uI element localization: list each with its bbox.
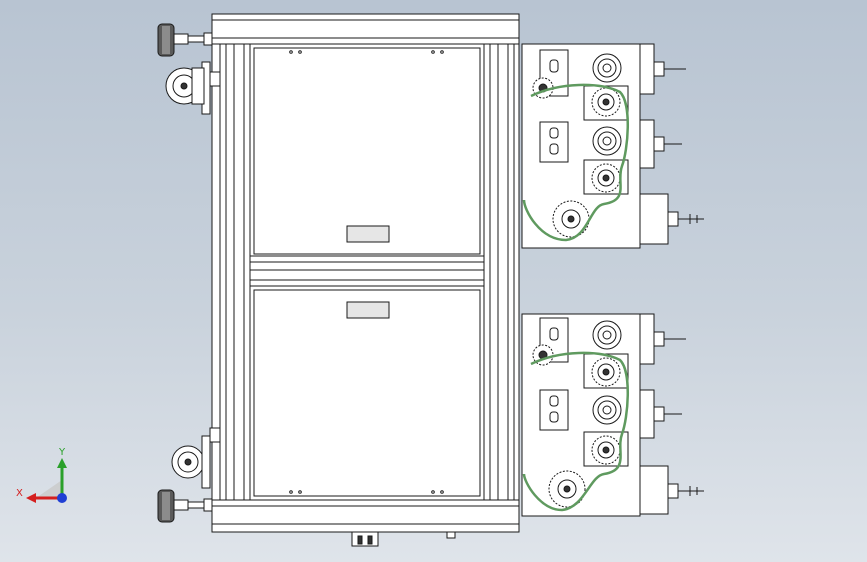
caster-wheel-bottom[interactable] <box>171 427 221 489</box>
lower-timing-belt <box>522 351 629 512</box>
bottom-pin <box>446 531 456 539</box>
upper-timing-belt <box>522 83 629 242</box>
frame-right-column <box>483 43 515 501</box>
lower-motor-1 <box>639 313 655 365</box>
triad-plane <box>36 480 62 498</box>
lower-motor-3 <box>639 465 669 515</box>
upper-slot-bracket-2 <box>539 121 569 163</box>
upper-motor-3 <box>639 193 669 245</box>
frame-bottom-rail <box>211 499 520 533</box>
caster-wheel-top[interactable] <box>165 61 221 115</box>
lower-panel-label-plate <box>346 301 390 319</box>
upper-motor-1 <box>639 43 655 95</box>
bottom-bracket[interactable] <box>351 531 379 547</box>
orientation-triad: Y X <box>16 447 67 503</box>
triad-y-label: Y <box>58 447 66 458</box>
triad-x-label: X <box>16 488 23 499</box>
lower-panel[interactable] <box>253 289 481 497</box>
upper-panel[interactable] <box>253 47 481 255</box>
frame-top-rail <box>211 13 520 45</box>
upper-panel-label-plate <box>346 225 390 243</box>
upper-motor-2 <box>639 119 655 169</box>
frame-left-column <box>219 43 251 501</box>
leveling-foot-top[interactable] <box>157 23 213 57</box>
lower-drive-module[interactable] <box>521 313 704 517</box>
upper-drive-module[interactable] <box>521 43 704 249</box>
leveling-foot-bottom[interactable] <box>157 489 213 523</box>
frame-middle-rail <box>249 255 485 287</box>
triad-z-axis <box>57 493 67 503</box>
lower-motor-2 <box>639 389 655 439</box>
